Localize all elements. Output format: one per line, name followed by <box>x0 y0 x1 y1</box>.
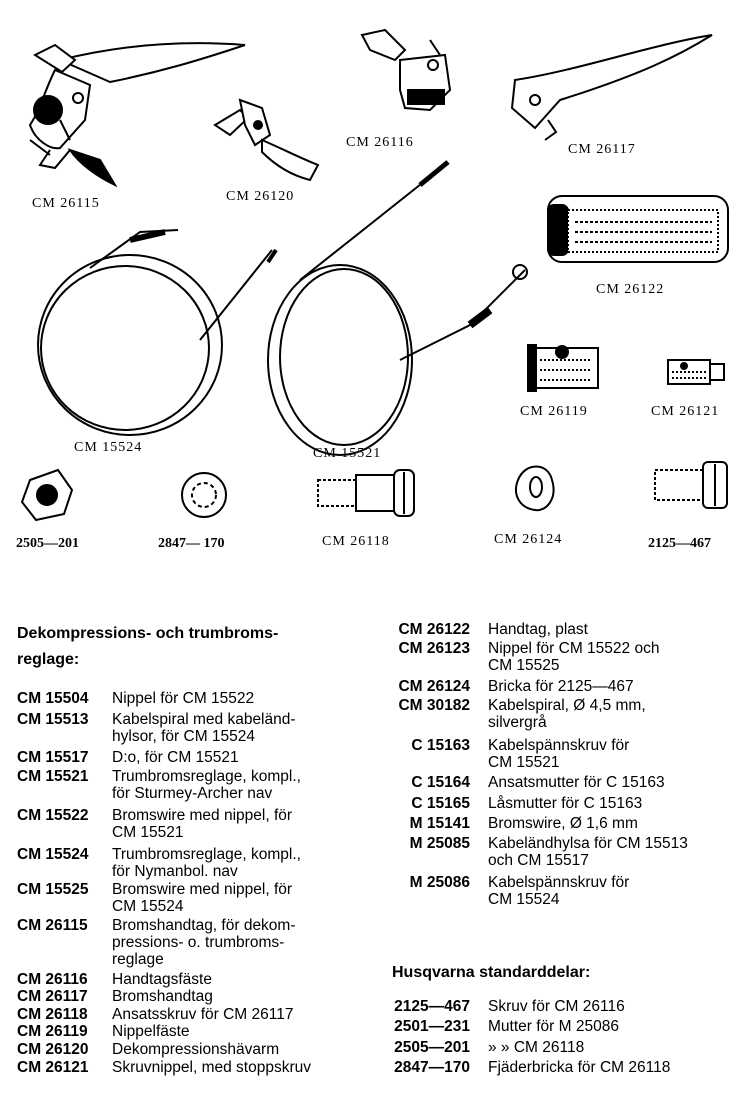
part-description: Kabelspiral med kabeländ- hylsor, för CM… <box>112 711 296 745</box>
part-description: Bromswire med nippel, för CM 15521 <box>112 807 293 841</box>
label-cm26119: CM 26119 <box>520 404 588 419</box>
part-description: Trumbromsreglage, kompl., för Sturmey-Ar… <box>112 768 301 802</box>
part-code: CM 15504 <box>17 690 89 707</box>
section-heading: Dekompressions- och trumbroms- reglage: <box>17 625 279 668</box>
part-description: Ansatsskruv för CM 26117 <box>112 1006 294 1023</box>
part-code: CM 26116 <box>17 971 88 988</box>
label-cm26116: CM 26116 <box>346 135 414 150</box>
standard-parts-heading: Husqvarna standarddelar: <box>392 964 591 981</box>
label-cm15524: CM 15524 <box>74 440 143 455</box>
label-2505-201: 2505—201 <box>16 536 79 551</box>
part-description: Kabelspännskruv för CM 15521 <box>488 737 630 771</box>
part-description: Bromshandtag, för dekom- pressions- o. t… <box>112 917 296 968</box>
part-code: M 25085 <box>409 835 470 852</box>
part-description: Kabeländhylsa för CM 15513 och CM 15517 <box>488 835 688 869</box>
part-description: Skruv för CM 26116 <box>488 998 625 1015</box>
part-2125-467-drawing <box>654 461 728 509</box>
part-description: Ansatsmutter för C 15163 <box>488 774 665 791</box>
part-code: CM 26118 <box>17 1006 88 1023</box>
part-code: 2847—170 <box>394 1059 470 1076</box>
part-description: D:o, för CM 15521 <box>112 749 239 766</box>
part-cm26118-drawing <box>317 469 415 517</box>
part-code: CM 26119 <box>17 1023 88 1040</box>
part-cm26124-drawing <box>515 465 555 512</box>
part-description: Handtagsfäste <box>112 971 212 988</box>
part-code: M 25086 <box>409 874 470 891</box>
part-cm26116-drawing <box>360 28 452 112</box>
label-2847-170: 2847— 170 <box>158 536 225 551</box>
part-code: C 15164 <box>411 774 470 791</box>
part-code: 2501—231 <box>394 1018 470 1035</box>
part-code: C 15165 <box>411 795 470 812</box>
part-description: Bromswire, Ø 1,6 mm <box>488 815 638 832</box>
part-cm26117-drawing <box>510 34 713 141</box>
part-cm26120-drawing <box>213 98 320 182</box>
part-code: CM 26121 <box>17 1059 89 1076</box>
part-cm26121-drawing <box>667 359 725 385</box>
label-cm26120: CM 26120 <box>226 189 295 204</box>
part-code: CM 15524 <box>17 846 89 863</box>
label-cm26117: CM 26117 <box>568 142 636 157</box>
part-description: Låsmutter för C 15163 <box>488 795 643 812</box>
part-code: CM 26117 <box>17 988 88 1005</box>
part-description: Skruvnippel, med stoppskruv <box>112 1059 312 1076</box>
part-description: Nippelfäste <box>112 1023 190 1040</box>
part-description: Dekompressionshävarm <box>112 1041 280 1058</box>
part-description: Bromswire med nippel, för CM 15524 <box>112 881 293 915</box>
part-code: CM 15521 <box>17 768 89 785</box>
part-code: M 15141 <box>409 815 470 832</box>
part-code: 2505—201 <box>394 1039 470 1056</box>
label-2125-467: 2125—467 <box>648 536 711 551</box>
part-2505-201-drawing <box>20 468 74 522</box>
label-cm26118: CM 26118 <box>322 534 390 549</box>
part-code: CM 26123 <box>398 640 470 657</box>
part-description: Handtag, plast <box>488 621 588 638</box>
parts-illustration <box>20 28 729 522</box>
part-code: CM 26122 <box>398 621 470 638</box>
part-cm26119-drawing <box>527 344 599 392</box>
part-description: Nippel för CM 15522 <box>112 690 255 707</box>
part-code: CM 15522 <box>17 807 89 824</box>
part-description: Kabelspiral, Ø 4,5 mm, silvergrå <box>488 697 646 731</box>
part-cm26122-drawing <box>547 195 729 263</box>
part-code: CM 26120 <box>17 1041 89 1058</box>
part-code: CM 15525 <box>17 881 89 898</box>
part-code: CM 30182 <box>398 697 470 714</box>
part-description: Bricka för 2125—467 <box>488 678 634 695</box>
part-description: Trumbromsreglage, kompl., för Nymanbol. … <box>112 846 301 880</box>
part-cm26115-drawing <box>28 42 246 188</box>
part-code: CM 15517 <box>17 749 89 766</box>
label-cm26124: CM 26124 <box>494 532 563 547</box>
label-cm15521: CM 15521 <box>313 446 382 461</box>
part-description: » » CM 26118 <box>488 1039 585 1056</box>
part-code: CM 26124 <box>398 678 470 695</box>
part-cm15521-drawing <box>267 160 528 456</box>
part-description: Nippel för CM 15522 och CM 15525 <box>488 640 660 674</box>
part-description: Fjäderbricka för CM 26118 <box>488 1059 671 1076</box>
part-code: C 15163 <box>411 737 470 754</box>
part-code: 2125—467 <box>394 998 470 1015</box>
part-code: CM 26115 <box>17 917 88 934</box>
part-code: CM 15513 <box>17 711 89 728</box>
label-cm26121: CM 26121 <box>651 404 720 419</box>
part-description: Kabelspännskruv för CM 15524 <box>488 874 630 908</box>
part-cm15524-drawing <box>37 229 278 436</box>
label-cm26115: CM 26115 <box>32 196 100 211</box>
part-2847-170-drawing <box>181 472 227 518</box>
label-cm26122: CM 26122 <box>596 282 665 297</box>
part-description: Mutter för M 25086 <box>488 1018 619 1035</box>
part-description: Bromshandtag <box>112 988 213 1005</box>
